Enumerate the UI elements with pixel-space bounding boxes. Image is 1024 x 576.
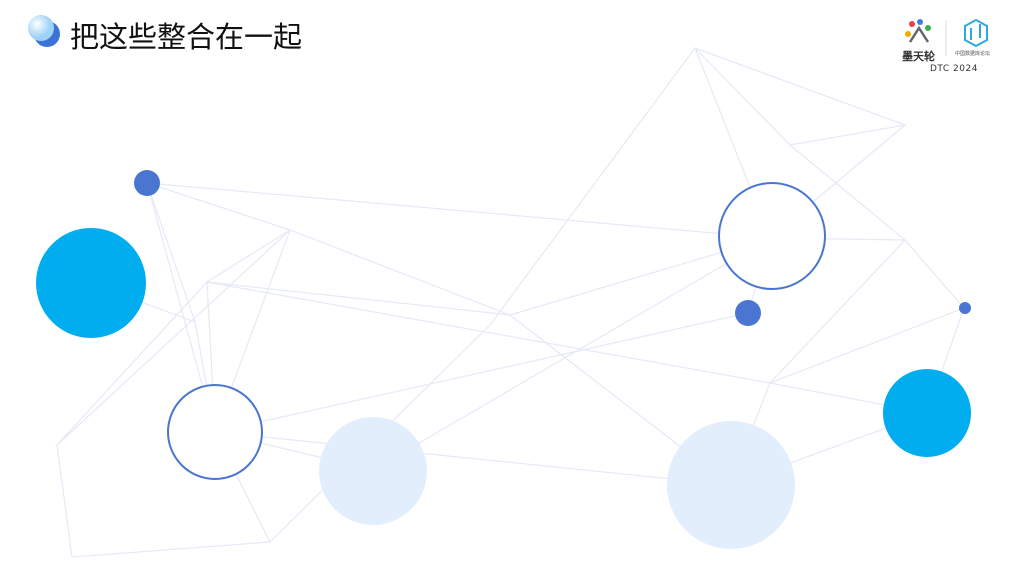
dtc-forum-logo-icon bbox=[964, 18, 988, 48]
node-pale bbox=[667, 421, 795, 549]
motianlun-logo-icon bbox=[905, 19, 931, 43]
node-cyan-large bbox=[36, 228, 146, 338]
logo-brand-text: 墨天轮 bbox=[902, 50, 935, 63]
page-title: 把这些整合在一起 bbox=[70, 20, 303, 54]
node-small-blue bbox=[134, 170, 160, 196]
logo-event-text: DTC 2024 bbox=[930, 64, 978, 74]
node-pale bbox=[319, 417, 427, 525]
node-ring bbox=[718, 182, 826, 290]
node-small-blue bbox=[735, 300, 761, 326]
network-lines bbox=[56, 47, 966, 558]
title-orb-icon bbox=[28, 15, 60, 47]
node-ring bbox=[167, 384, 263, 480]
logo-mark-icons bbox=[905, 18, 988, 56]
logo-forum-text: 中国数据库论坛 bbox=[955, 51, 991, 57]
node-cyan bbox=[883, 369, 971, 457]
node-tiny-blue bbox=[959, 302, 971, 314]
